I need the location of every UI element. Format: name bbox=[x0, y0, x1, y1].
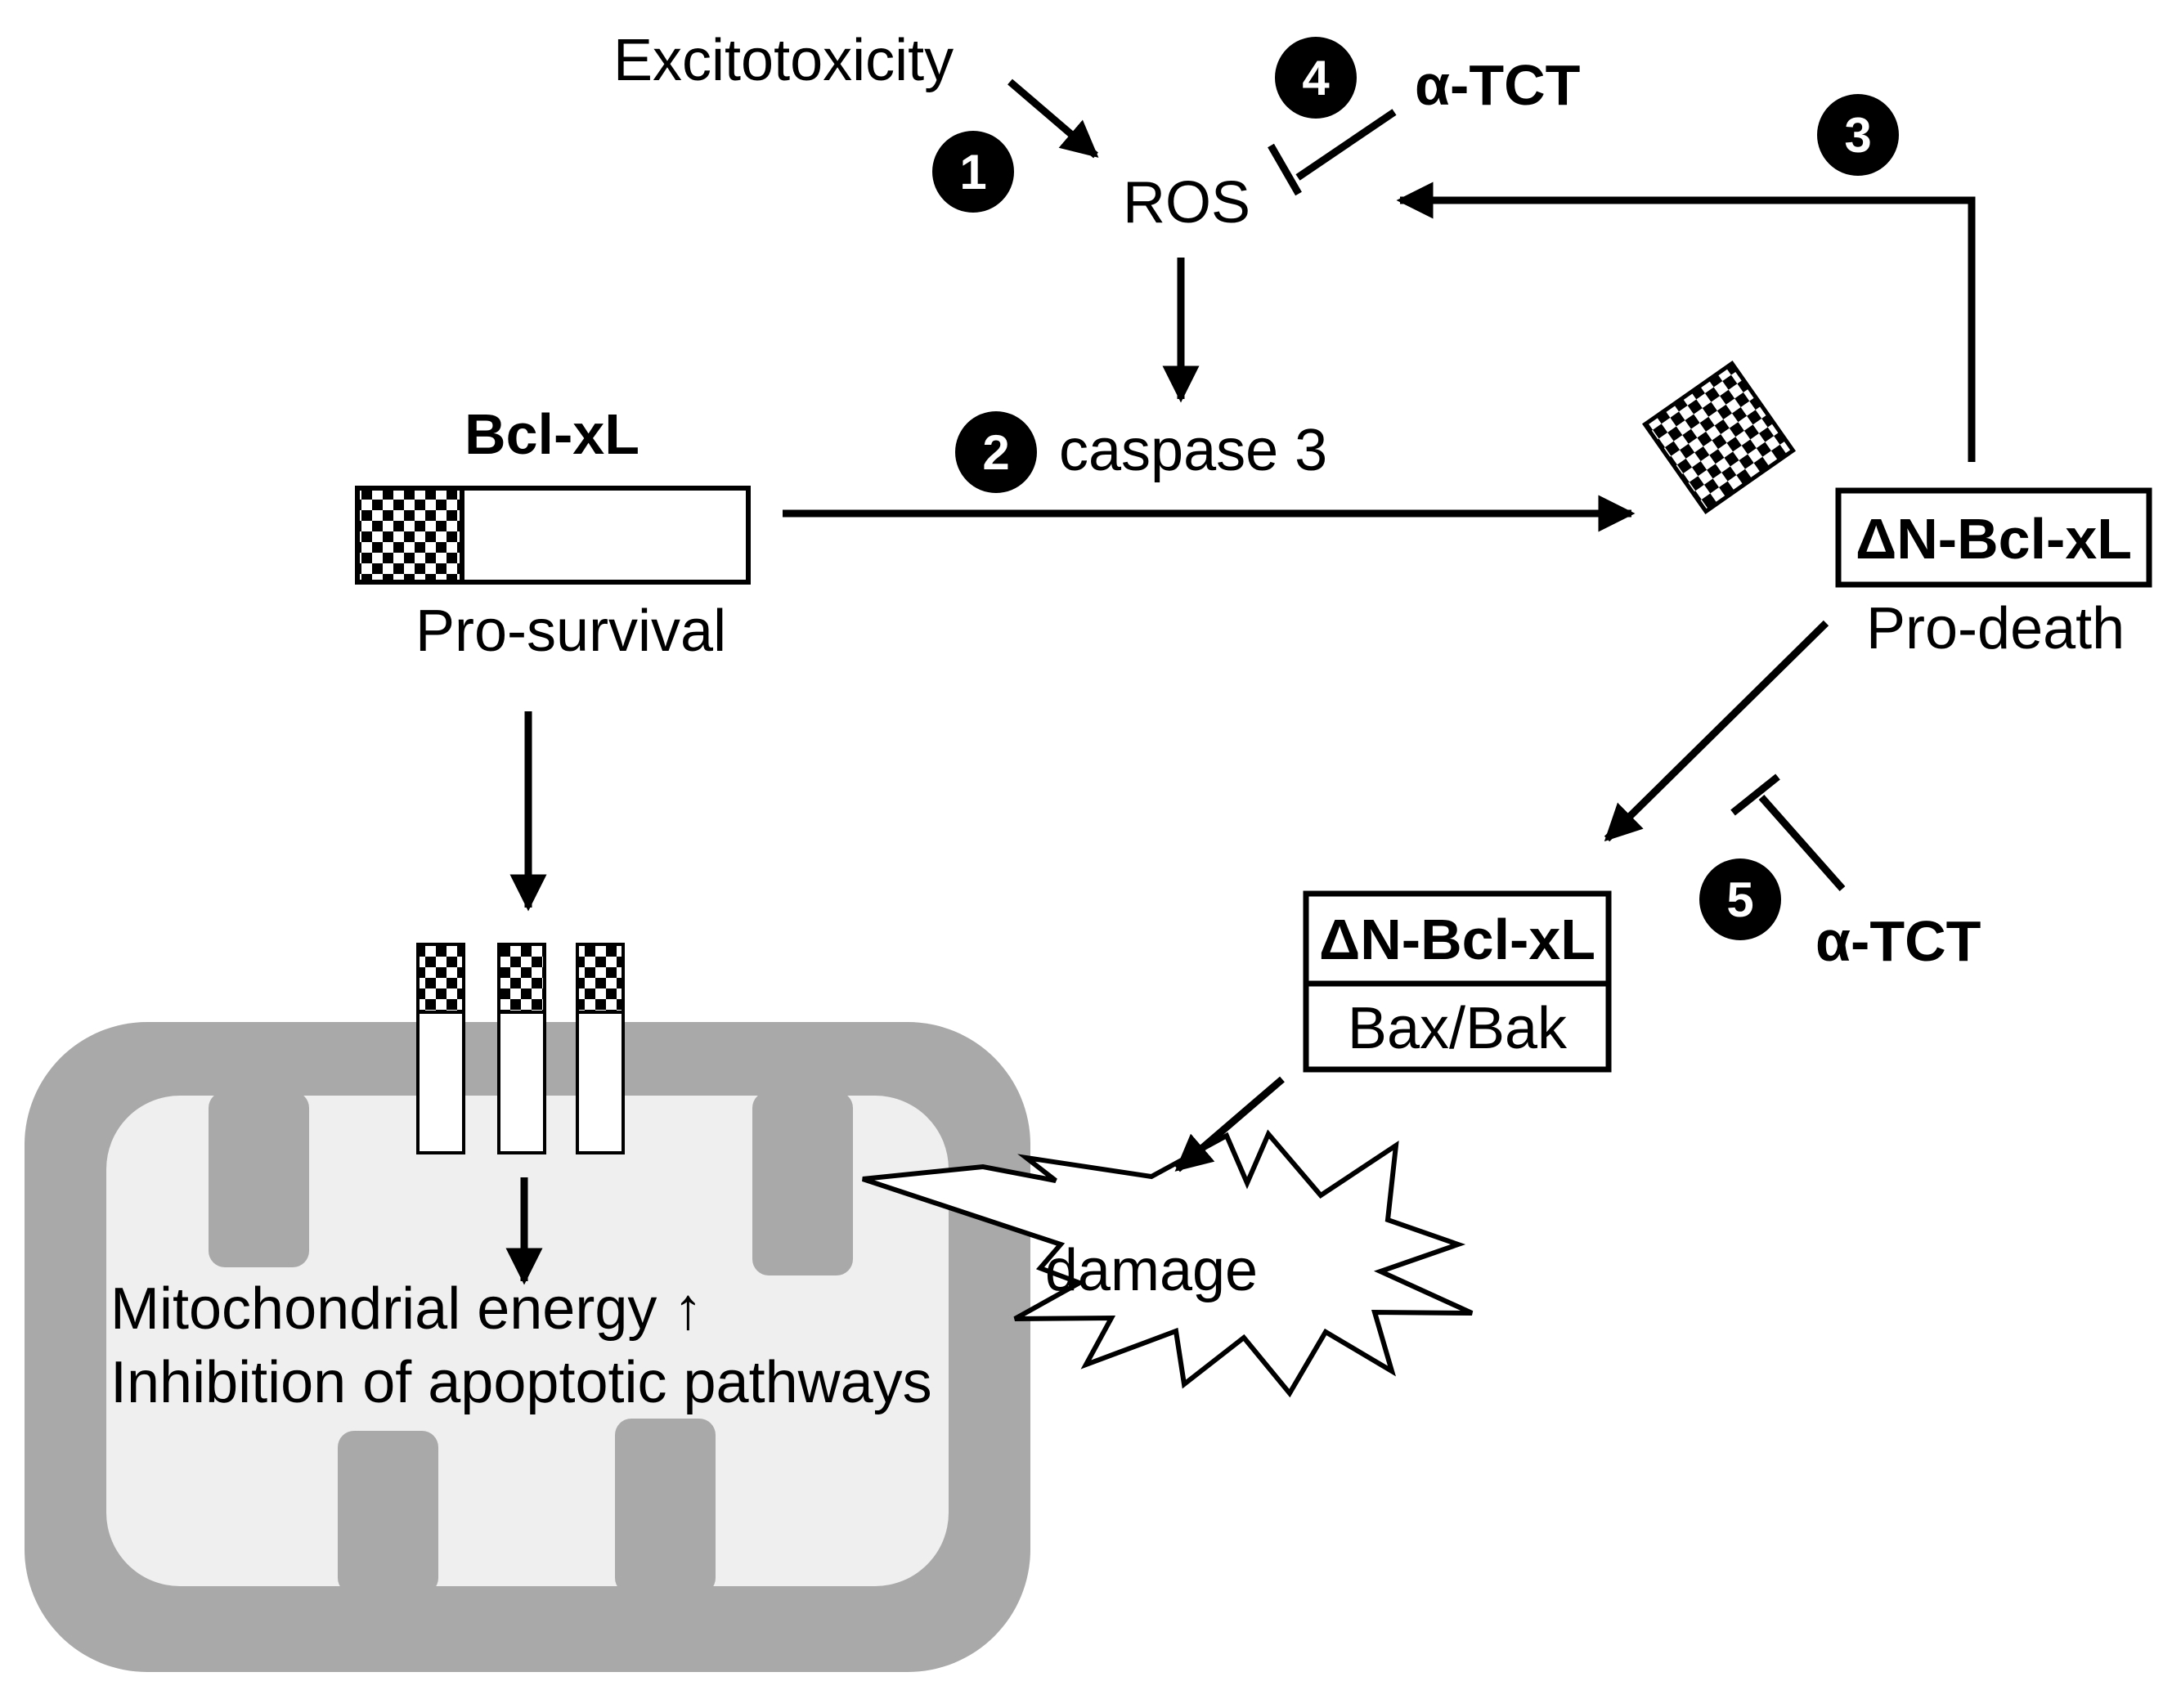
bax-bak-label: Bax/Bak bbox=[1348, 996, 1568, 1061]
bcl-xl-membrane-proteins bbox=[416, 943, 625, 1154]
dn-bcl-xl-box bbox=[1835, 487, 2152, 588]
inhibition-atct-complex bbox=[1730, 773, 1846, 891]
membrane-protein-2 bbox=[497, 943, 546, 1154]
step-badge-3: 3 bbox=[1817, 94, 1899, 176]
crista-top-right bbox=[752, 1092, 853, 1275]
caspase-3-label: caspase 3 bbox=[1059, 418, 1327, 483]
arrow-pro-death-to-ros bbox=[1396, 182, 1976, 462]
bcl-xl-body bbox=[460, 486, 751, 585]
mitochondrion-matrix bbox=[106, 1096, 949, 1586]
inhibition-label: Inhibition of apoptotic pathways bbox=[110, 1350, 932, 1415]
dn-bcl-xl-label: ΔN-Bcl-xL bbox=[1856, 507, 2132, 571]
arrow-complex-to-damage bbox=[1174, 1076, 1285, 1172]
pro-survival-label: Pro-survival bbox=[415, 598, 726, 664]
alpha-tct-bottom-label: α-TCT bbox=[1815, 909, 1981, 973]
svg-text:3: 3 bbox=[1844, 108, 1871, 163]
mitochondrion bbox=[25, 1022, 1030, 1672]
damage-label: damage bbox=[1045, 1238, 1258, 1303]
dn-bcl-xl-bax-bak-complex: ΔN-Bcl-xL Bax/Bak bbox=[1303, 890, 1612, 1073]
svg-text:1: 1 bbox=[959, 145, 986, 199]
damage-burst bbox=[862, 1129, 1474, 1398]
cleaved-bh4-fragment bbox=[1641, 360, 1797, 515]
alpha-tct-top-label: α-TCT bbox=[1415, 53, 1580, 117]
inhibitions bbox=[1268, 109, 1846, 891]
mito-energy-label: Mitochondrial energy ↑ bbox=[110, 1276, 702, 1342]
membrane-protein-1 bbox=[416, 943, 465, 1154]
excitotoxicity-label: Excitotoxicity bbox=[613, 28, 954, 93]
complex-bottom-box bbox=[1303, 980, 1612, 1073]
crista-bottom-right bbox=[615, 1419, 716, 1594]
complex-dn-bcl-xl-label: ΔN-Bcl-xL bbox=[1319, 908, 1595, 971]
svg-text:5: 5 bbox=[1726, 872, 1753, 927]
pro-death-label: Pro-death bbox=[1866, 596, 2125, 661]
arrow-excitotoxicity-to-ros bbox=[1007, 78, 1099, 159]
crista-top-left bbox=[209, 1092, 309, 1267]
step-badge-1: 1 bbox=[932, 131, 1014, 213]
svg-text:2: 2 bbox=[982, 425, 1009, 480]
arrows bbox=[505, 78, 1976, 1285]
ros-label: ROS bbox=[1123, 170, 1250, 235]
crista-bottom-left bbox=[338, 1431, 438, 1594]
arrow-dn-bcl-xl-to-complex bbox=[1604, 620, 1829, 842]
svg-text:4: 4 bbox=[1302, 51, 1330, 105]
bcl-xl-bh4-domain bbox=[355, 486, 464, 585]
complex-top-box bbox=[1303, 890, 1612, 987]
step-badge-2: 2 bbox=[955, 411, 1037, 493]
step-badge-5: 5 bbox=[1699, 858, 1781, 940]
membrane-protein-3 bbox=[576, 943, 625, 1154]
bcl-xl-label: Bcl-xL bbox=[464, 402, 639, 466]
step-badge-4: 4 bbox=[1275, 37, 1357, 119]
inhibition-atct-ros bbox=[1268, 109, 1397, 196]
